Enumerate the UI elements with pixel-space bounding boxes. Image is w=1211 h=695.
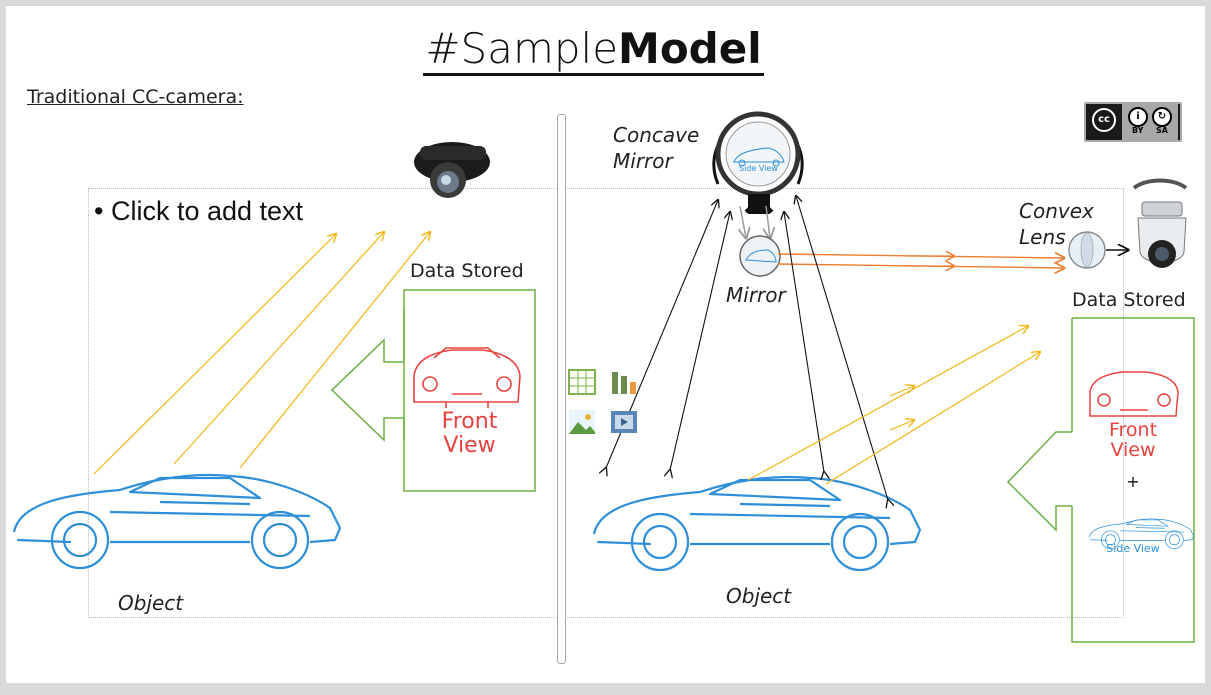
right-data-stored-label[interactable]: Data Stored — [1072, 289, 1186, 311]
convex-line2: Lens — [1019, 225, 1066, 249]
dome-camera-icon — [414, 142, 490, 198]
small-mirror-drawing — [739, 235, 781, 277]
content-placeholder[interactable] — [88, 188, 1124, 618]
slide-canvas: #SampleModel Traditional CC-camera: • Cl… — [6, 6, 1205, 683]
table-icon[interactable] — [568, 368, 596, 396]
right-object-label[interactable]: Object — [726, 584, 792, 608]
picture-icon[interactable] — [568, 408, 596, 436]
chart-icon[interactable] — [610, 368, 638, 396]
subtitle-traditional[interactable]: Traditional CC-camera: — [27, 86, 244, 108]
concave-line2: Mirror — [613, 149, 673, 173]
diagram-svg — [12, 111, 1195, 643]
right-front-view-caption: Front View — [1072, 420, 1194, 460]
right-front-line1: Front — [1108, 419, 1158, 441]
ptz-camera-icon — [1132, 178, 1188, 268]
video-icon[interactable] — [610, 408, 638, 436]
right-car-drawing — [592, 475, 922, 572]
insert-content-icons — [568, 368, 644, 438]
placeholder-text[interactable]: • Click to add text — [94, 196, 304, 226]
convex-lens-drawing — [1068, 231, 1106, 269]
placeholder-text-label: Click to add text — [110, 196, 304, 226]
convex-lens-label[interactable]: Convex Lens — [1019, 198, 1094, 250]
share-alike-icon: ↻ — [1152, 107, 1172, 127]
divider-bar — [557, 114, 566, 664]
left-front-car-drawing — [413, 347, 521, 408]
convex-line1: Convex — [1019, 199, 1094, 223]
left-car-drawing — [12, 473, 342, 570]
concave-mirror-label[interactable]: Concave Mirror — [613, 122, 699, 174]
plus-sign: + — [1126, 472, 1140, 491]
right-rays — [747, 326, 1040, 485]
sa-label: SA — [1156, 126, 1168, 135]
left-rays — [93, 232, 430, 475]
cc-license-badge[interactable]: cc i ↻ BY SA — [1084, 102, 1182, 142]
mirror-label[interactable]: Mirror — [726, 283, 786, 307]
title-part-sample: #Sample — [425, 24, 619, 73]
concave-line1: Concave — [613, 123, 700, 147]
left-front-line2: View — [443, 433, 496, 458]
right-front-car-drawing — [1089, 371, 1179, 417]
by-label: BY — [1132, 126, 1144, 135]
right-front-line2: View — [1110, 439, 1156, 461]
title-part-model: Model — [618, 24, 762, 73]
left-data-card — [403, 289, 536, 492]
left-front-line1: Front — [441, 409, 498, 434]
attribution-icon: i — [1128, 107, 1148, 127]
right-side-view-caption: Side View — [1106, 542, 1160, 555]
right-data-card — [1071, 317, 1195, 643]
cc-by-sa-panel: i ↻ BY SA — [1122, 104, 1178, 140]
mirror-side-view-text: Side View — [739, 164, 778, 173]
left-big-arrow — [330, 310, 405, 442]
slide-title[interactable]: #SampleModel — [6, 24, 1181, 76]
right-big-arrow — [1006, 431, 1072, 532]
concave-mirror-drawing — [712, 111, 804, 214]
left-front-view-caption: Front View — [404, 410, 535, 458]
cc-icon: cc — [1092, 108, 1116, 132]
left-data-stored-label[interactable]: Data Stored — [410, 260, 524, 282]
left-object-label[interactable]: Object — [118, 591, 184, 615]
mirror-gray-rays — [740, 205, 770, 238]
